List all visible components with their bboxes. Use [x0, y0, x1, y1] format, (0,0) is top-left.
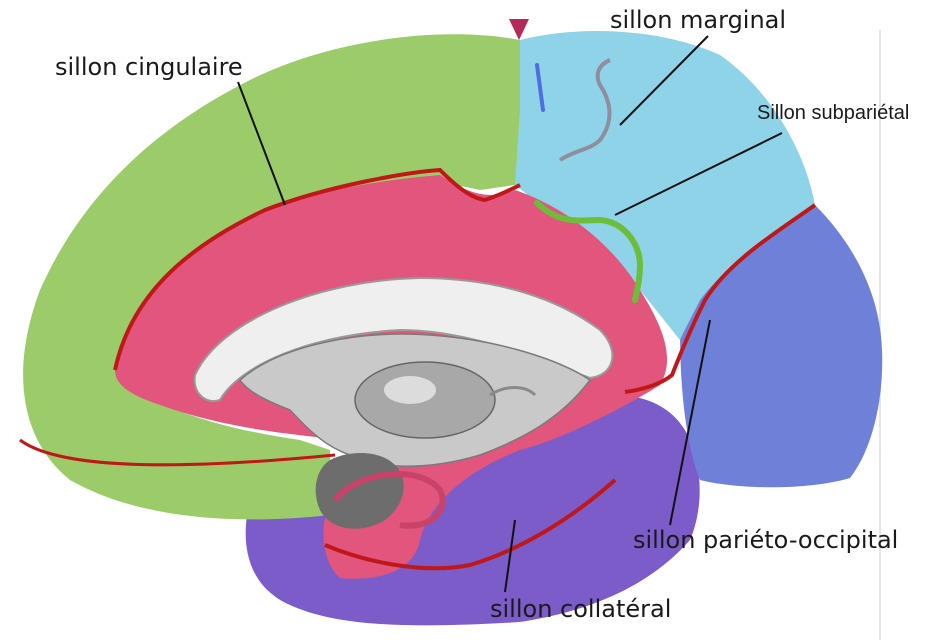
label-sillon-parieto-occipital: sillon pariéto-occipital	[633, 528, 898, 552]
label-sillon-subparietal: Sillon subpariétal	[757, 103, 909, 123]
marker-triangle-icon	[509, 19, 529, 40]
label-sillon-cingulaire: sillon cingulaire	[55, 55, 243, 79]
label-sillon-marginal: sillon marginal	[610, 8, 786, 32]
label-sillon-collateral: sillon collatéral	[490, 597, 671, 621]
thalamus-highlight	[384, 376, 436, 404]
